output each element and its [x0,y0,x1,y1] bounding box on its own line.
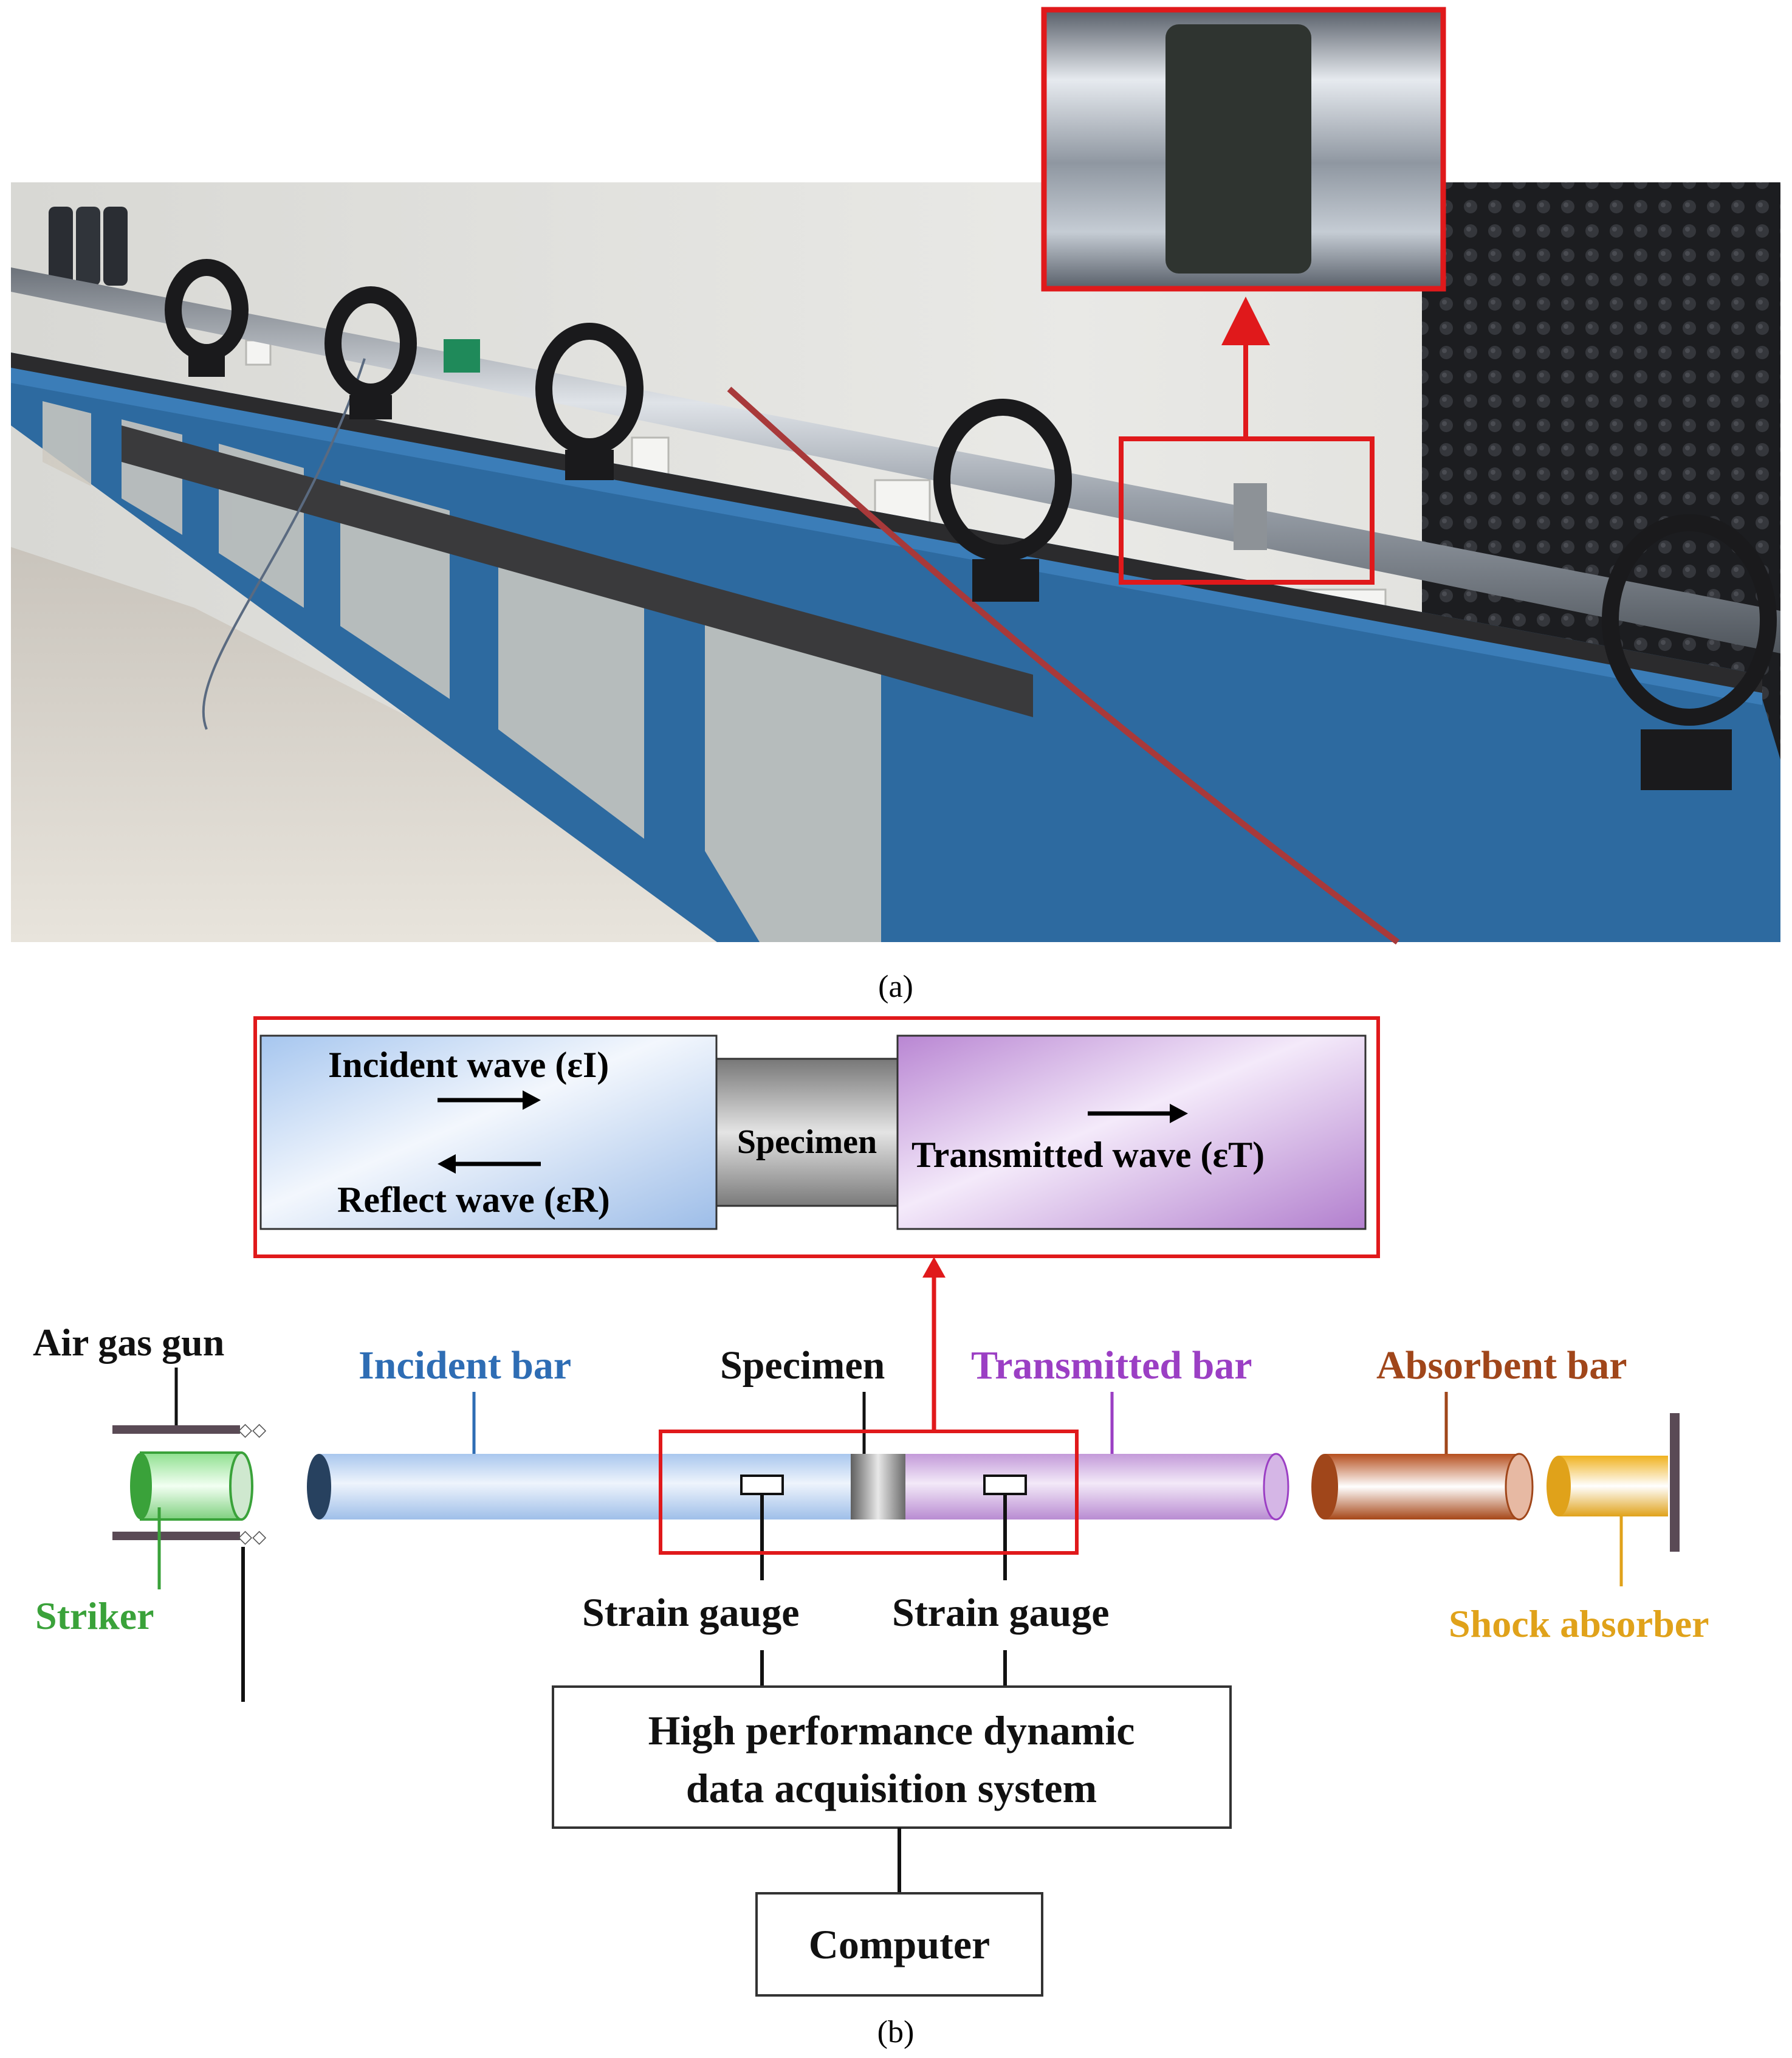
shock-absorber [1547,1413,1680,1586]
absorbent-bar-label: Absorbent bar [1376,1343,1627,1388]
specimen-label: Specimen [720,1343,885,1388]
transmitted-wave-arrowhead [1170,1104,1188,1123]
transmitted-bar [905,1392,1289,1521]
specimen [851,1392,905,1519]
strain-gauge-left-marker [740,1475,784,1495]
specimen-highlight-box [659,1430,1079,1555]
svg-text:◇◇: ◇◇ [238,1527,266,1547]
air-gas-gun-label: Air gas gun [33,1321,224,1364]
inset-specimen [715,1058,899,1207]
incident-wave-arrowhead [523,1090,541,1110]
strain-gauge-left-label: Strain gauge [582,1591,800,1635]
rail [11,353,1762,693]
computer-box [755,1892,1043,1997]
svg-text:◇◇: ◇◇ [238,1420,266,1440]
strain-gauge-right-label: Strain gauge [892,1591,1110,1635]
computer-label: Computer [809,1921,990,1967]
absorbent-bar [1311,1392,1534,1521]
incident-bar [307,1392,860,1519]
ring-bases [188,353,1732,790]
gas-cylinder [76,207,100,286]
frame-openings [43,401,881,942]
photo-panel [11,7,1780,945]
reflect-wave-label: Reflect wave (εR) [337,1180,610,1220]
grey-cable [202,358,366,730]
gas-cylinder [49,207,73,286]
photo-specimen [444,339,480,373]
caption-a: (a) [878,969,913,1004]
reflect-wave-arrowhead [438,1154,456,1174]
striker-label: Striker [35,1594,154,1637]
transmitted-wave-label: Transmitted wave (εT) [911,1135,1265,1175]
daq-line2: data acquisition system [686,1765,1097,1811]
shock-absorber-label: Shock absorber [1449,1602,1709,1645]
inset-arrowhead [922,1257,946,1278]
striker [130,1451,253,1589]
red-cable [727,387,1400,945]
air-gas-gun: ◇◇ ◇◇ [112,1368,266,1702]
wave-inset: Incident wave (εI) Reflect wave (εR) Spe… [253,1016,1380,1258]
inset-specimen-label: Specimen [737,1123,877,1161]
daq-line1: High performance dynamic [648,1707,1135,1753]
photo-sample-band [1234,483,1267,550]
inset-incident-bar [259,1034,718,1230]
rail-beam [122,425,1033,717]
inset-transmitted-bar [896,1034,1367,1230]
caption-b: (b) [877,2015,915,2049]
wave-inset-frame [253,1016,1380,1258]
gas-cylinder [103,207,128,286]
transmitted-bar-label: Transmitted bar [971,1343,1252,1388]
incident-bar-label: Incident bar [359,1343,571,1388]
zoom-inset [1041,7,1446,292]
strain-gauge-right-marker [983,1475,1027,1495]
zoom-specimen [1165,24,1311,274]
daq-box [552,1685,1232,1829]
incident-wave-label: Incident wave (εI) [328,1045,609,1085]
